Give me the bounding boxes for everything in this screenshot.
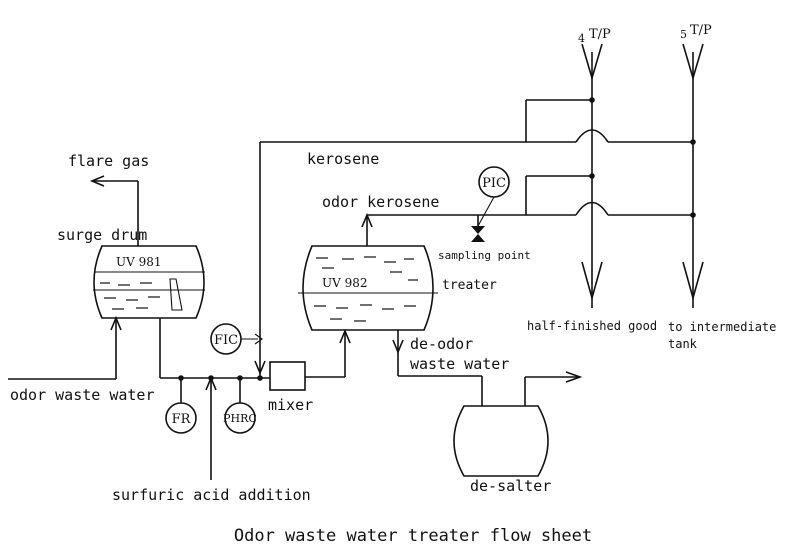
phrc-instrument xyxy=(224,402,256,434)
fic-label: FIC xyxy=(214,333,238,348)
tank5-number: 5 xyxy=(680,28,687,41)
pic-label: PIC xyxy=(482,176,506,191)
liquid-dashes xyxy=(100,282,160,310)
kerosene-label: kerosene xyxy=(307,150,379,168)
surge-drum-label: surge drum xyxy=(57,226,147,244)
treater-label: treater xyxy=(442,278,497,293)
surge-drum-vessel xyxy=(93,245,205,319)
mixer xyxy=(269,361,306,391)
half-finished-label: half-finished good xyxy=(527,319,657,333)
waste-water-label: waste water xyxy=(410,355,509,373)
de-odor-label: de-odor xyxy=(410,335,473,353)
page-title: Odor waste water treater flow sheet xyxy=(234,526,592,546)
sampling-valve xyxy=(471,226,485,234)
treater-dashes xyxy=(314,256,418,322)
tank-label: tank xyxy=(668,337,698,351)
phrc-label: PHRC xyxy=(223,412,257,425)
fr-instrument xyxy=(165,402,197,434)
de-salter-vessel xyxy=(453,405,549,477)
to-intermediate-label: to intermediate xyxy=(668,320,776,334)
odor-waste-water-label: odor waste water xyxy=(10,386,155,404)
de-salter-label: de-salter xyxy=(470,477,551,495)
tank5-label: T/P xyxy=(690,23,712,38)
odor-kerosene-label: odor kerosene xyxy=(322,193,439,211)
mixer-label: mixer xyxy=(268,396,313,414)
tank4-number: 4 xyxy=(578,32,585,45)
flare-gas-label: flare gas xyxy=(68,152,149,170)
tank4-label: T/P xyxy=(589,27,611,42)
treater-vessel xyxy=(298,245,438,331)
fr-label: FR xyxy=(172,412,192,427)
uv981-label: UV 981 xyxy=(116,255,162,269)
surfuric-acid-label: surfuric acid addition xyxy=(112,486,311,504)
sampling-point-label: sampling point xyxy=(438,249,531,262)
uv982-label: UV 982 xyxy=(322,276,368,290)
